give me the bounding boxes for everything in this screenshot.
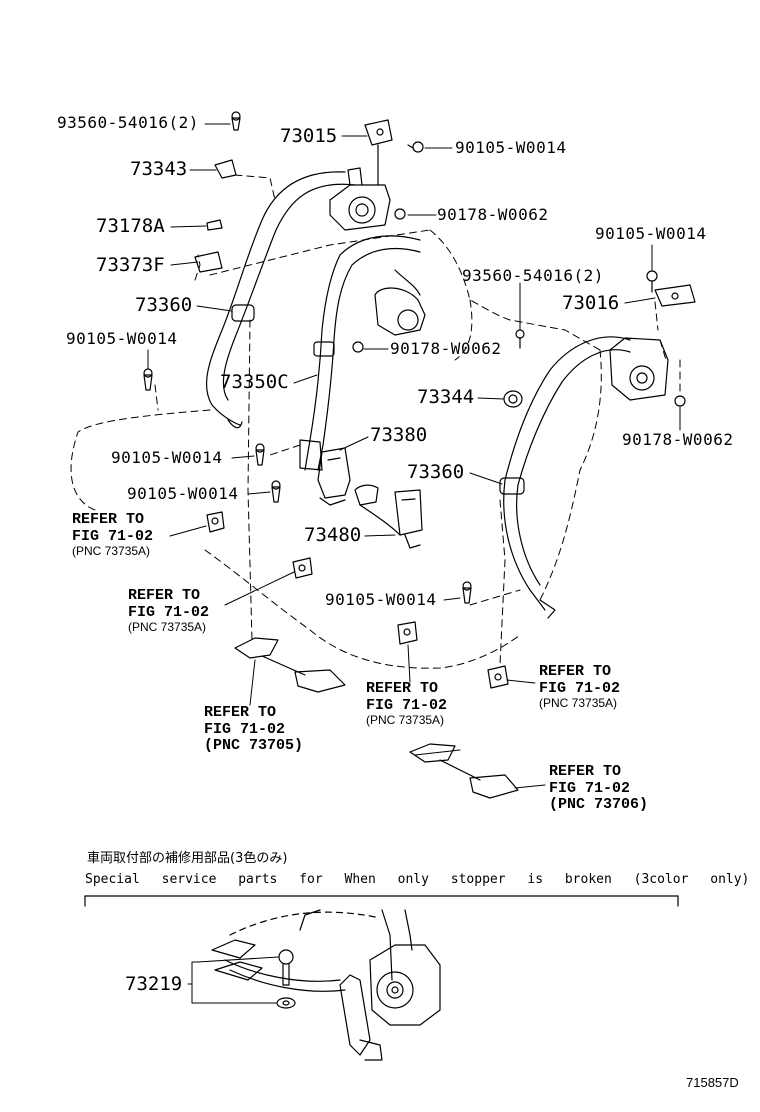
refer-fig: FIG 71-02 (549, 780, 631, 797)
floor-anchor-73705 (234, 637, 346, 693)
refer-pnc: (PNC 73706) (549, 796, 649, 813)
part-label-90178-W0062-b: 90178-W0062 (390, 339, 502, 358)
part-label-73178A: 73178A (96, 215, 165, 237)
belt-73360-right (499, 336, 631, 619)
refer-pnc: (PNC 73735A) (539, 696, 618, 710)
retractor-top (329, 119, 393, 231)
refer-fig: FIG 71-02 (72, 528, 154, 545)
part-label-73380: 73380 (370, 424, 428, 446)
refer-line: REFER TO (366, 680, 439, 697)
part-label-93560-54016-top: 93560-54016(2) (57, 113, 199, 132)
bracket-73219 (187, 956, 279, 1004)
refer-line: REFER TO (204, 704, 277, 721)
floor-anchor-73706 (409, 743, 519, 799)
part-label-90105-W0014-a: 90105-W0014 (455, 138, 567, 157)
seat-back-outline (70, 174, 681, 669)
part-label-93560-54016-mid: 93560-54016(2) (462, 266, 604, 285)
refer-fig: FIG 71-02 (204, 721, 286, 738)
refer-pnc: (PNC 73735A) (128, 620, 207, 634)
part-label-90105-W0014-d: 90105-W0014 (111, 448, 223, 467)
part-label-90105-W0014-b: 90105-W0014 (66, 329, 178, 348)
refer-callout-1: REFER TO FIG 71-02 (PNC 73735A) (72, 511, 153, 557)
part-label-73015: 73015 (280, 125, 338, 147)
refer-pnc: (PNC 73705) (204, 737, 304, 754)
part-label-73360-left: 73360 (135, 294, 193, 316)
part-label-73016: 73016 (562, 292, 620, 314)
buckle-73480 (354, 484, 423, 549)
refer-callout-5: REFER TO FIG 71-02 (PNC 73735A) (539, 663, 620, 709)
part-label-73373F: 73373F (96, 254, 165, 276)
refer-fig: FIG 71-02 (366, 697, 448, 714)
retractor-right (609, 284, 696, 401)
refer-fig: FIG 71-02 (128, 604, 210, 621)
service-illustration (211, 909, 441, 1061)
refer-callout-4: REFER TO FIG 71-02 (PNC 73735A) (366, 680, 447, 726)
refer-pnc: (PNC 73735A) (72, 544, 151, 558)
part-label-90105-W0014-f: 90105-W0014 (325, 590, 437, 609)
refer-callout-2: REFER TO FIG 71-02 (PNC 73735A) (128, 587, 209, 633)
part-label-73219: 73219 (125, 973, 183, 995)
refer-callout-6: REFER TO FIG 71-02 (PNC 73706) (549, 763, 648, 812)
belt-73350C (299, 235, 426, 471)
part-label-73480: 73480 (304, 524, 362, 546)
buckle-73380 (317, 447, 351, 506)
refer-line: REFER TO (539, 663, 612, 680)
refer-line: REFER TO (128, 587, 201, 604)
refer-line: REFER TO (72, 511, 145, 528)
fasteners (143, 111, 686, 604)
anchor-clips (206, 511, 509, 689)
part-label-73350C: 73350C (220, 371, 289, 393)
service-note-english: Special service parts for When only stop… (85, 872, 750, 887)
leader-lines (147, 123, 681, 789)
part-label-90178-W0062-a: 90178-W0062 (437, 205, 549, 224)
belt-73360-left (205, 171, 356, 429)
refer-fig: FIG 71-02 (539, 680, 621, 697)
part-label-73360-right: 73360 (407, 461, 465, 483)
service-note-japanese: 車両取付部の補修用部品(3色のみ) (87, 851, 288, 866)
refer-line: REFER TO (549, 763, 622, 780)
part-label-73343: 73343 (130, 158, 188, 180)
part-label-90178-W0062-c: 90178-W0062 (622, 430, 734, 449)
service-section (84, 895, 679, 907)
refer-pnc: (PNC 73735A) (366, 713, 445, 727)
part-label-90105-W0014-c: 90105-W0014 (595, 224, 707, 243)
illustration-id: 715857D (686, 1075, 739, 1090)
part-label-73344: 73344 (417, 386, 475, 408)
part-label-90105-W0014-e: 90105-W0014 (127, 484, 239, 503)
refer-callout-3: REFER TO FIG 71-02 (PNC 73705) (204, 704, 303, 753)
